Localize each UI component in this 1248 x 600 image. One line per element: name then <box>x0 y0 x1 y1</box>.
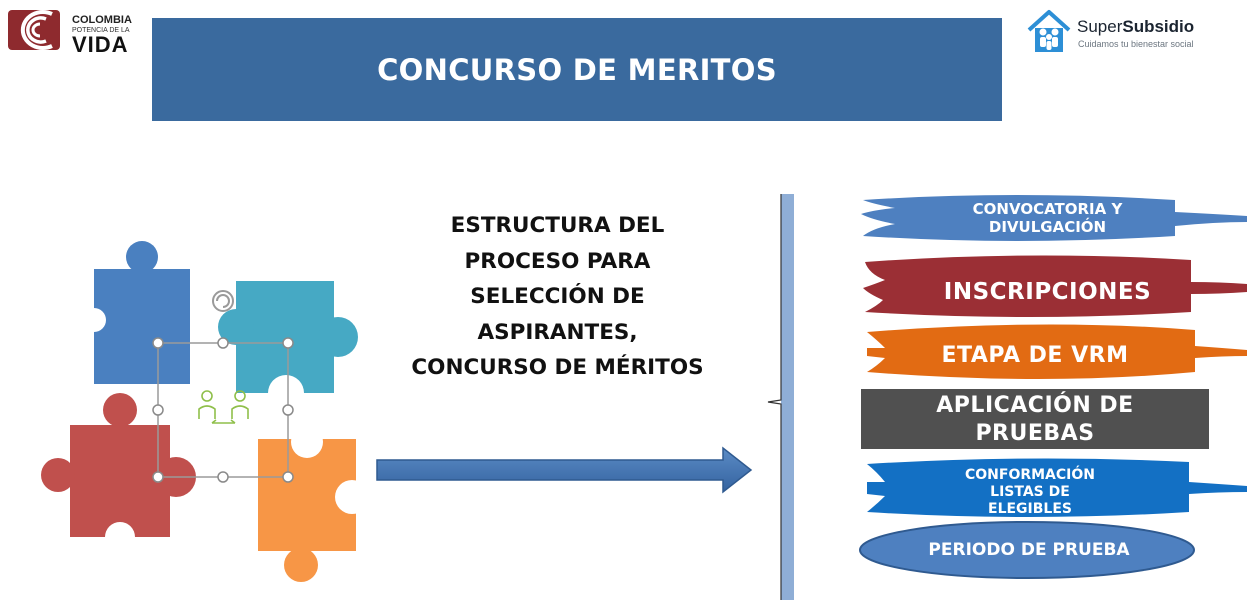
process-title-line: ESTRUCTURA DEL <box>450 213 665 238</box>
step-shape <box>861 389 1209 449</box>
step-shape <box>867 458 1247 517</box>
step-shape <box>859 521 1195 579</box>
puzzle-piece-orange <box>258 426 369 582</box>
colombia-logo-line2: POTENCIA DE LA <box>72 27 130 34</box>
step-label-line: APLICACIÓN DE <box>936 393 1134 418</box>
colombia-logo-icon <box>8 10 60 50</box>
process-title: ESTRUCTURA DEL PROCESO PARA SELECCIÓN DE… <box>370 208 745 386</box>
puzzle-piece-blue <box>82 241 190 384</box>
people-icon <box>198 390 249 424</box>
step-shape <box>867 324 1247 379</box>
step-label-line: CONFORMACIÓN <box>964 466 1095 483</box>
step-aplicacion-pruebas: APLICACIÓN DE PRUEBAS <box>862 390 1208 450</box>
step-inscripciones: INSCRIPCIONES <box>880 268 1215 316</box>
selection-frame[interactable] <box>152 337 294 483</box>
page-title: CONCURSO DE MERITOS <box>377 52 777 87</box>
supersubsidio-logo-icon <box>1027 10 1071 52</box>
step-shape <box>861 195 1247 241</box>
puzzle-piece-red <box>41 393 196 552</box>
supersubsidio-logo: SuperSubsidio Cuidamos tu bienestar soci… <box>1025 8 1240 60</box>
colombia-logo: COLOMBIA POTENCIA DE LA VIDA <box>8 6 148 57</box>
supersubsidio-name: SuperSubsidio <box>1077 17 1195 36</box>
header-band: CONCURSO DE MERITOS <box>152 18 1002 121</box>
step-label-line: INSCRIPCIONES <box>943 279 1152 305</box>
puzzle-piece-teal <box>218 281 358 411</box>
colombia-logo-line3: VIDA <box>72 32 129 57</box>
supersubsidio-tagline: Cuidamos tu bienestar social <box>1078 39 1194 49</box>
brace-bracket <box>767 194 794 600</box>
step-label-line: LISTAS DE <box>990 483 1070 500</box>
colombia-logo-line1: COLOMBIA <box>72 14 132 26</box>
step-label-line: ETAPA DE VRM <box>941 342 1129 368</box>
step-periodo-prueba: PERIODO DE PRUEBA <box>862 530 1196 570</box>
puzzle-graphic <box>41 241 369 582</box>
process-title-line: PROCESO PARA <box>464 248 651 274</box>
rotate-handle-icon[interactable] <box>212 290 234 312</box>
step-label-line: PERIODO DE PRUEBA <box>928 540 1130 560</box>
process-title-line: CONCURSO DE MÉRITOS <box>411 355 704 380</box>
step-conformacion-listas: CONFORMACIÓN LISTAS DE ELEGIBLES <box>880 464 1180 520</box>
step-label-line: DIVULGACIÓN <box>988 218 1107 236</box>
step-label-line: CONVOCATORIA Y <box>972 200 1123 218</box>
step-label-line: ELEGIBLES <box>988 500 1072 517</box>
process-title-line: ASPIRANTES, <box>477 319 638 345</box>
steps-graphic <box>859 195 1247 579</box>
step-etapa-vrm: ETAPA DE VRM <box>870 335 1200 375</box>
step-convocatoria: CONVOCATORIA Y DIVULGACIÓN <box>880 198 1215 238</box>
process-title-line: SELECCIÓN DE <box>470 284 645 309</box>
right-arrow-icon <box>376 446 753 494</box>
step-shape <box>863 255 1247 317</box>
step-label-line: PRUEBAS <box>975 421 1095 446</box>
